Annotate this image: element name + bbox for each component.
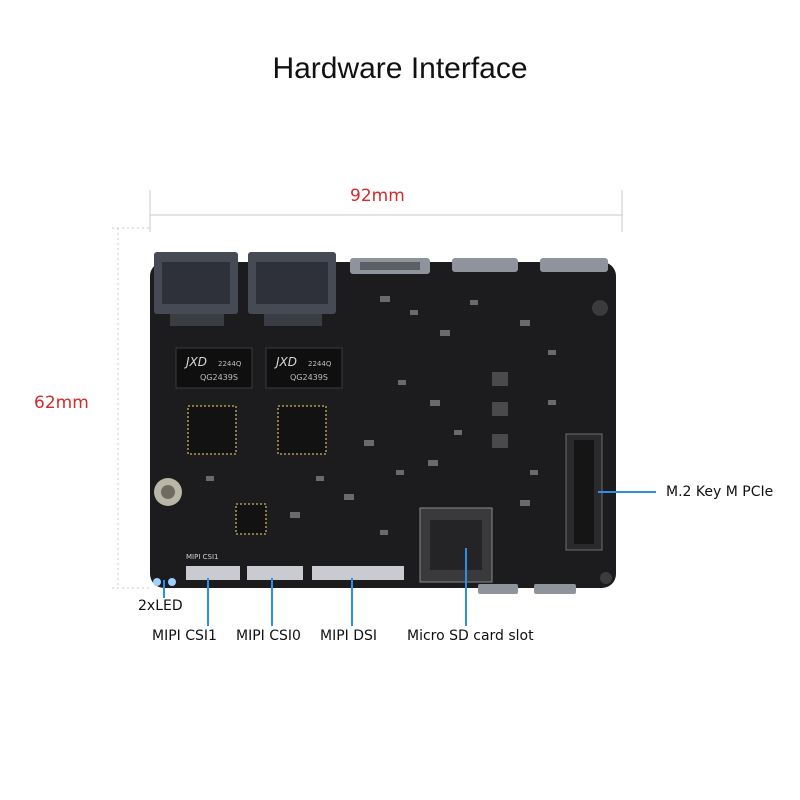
small-ic: [235, 503, 267, 535]
ethernet-port-right: [248, 252, 336, 326]
fpc-mipi-csi0: [247, 566, 303, 580]
silk-mipi-csi1: MIPI CSI1: [186, 553, 218, 561]
width-dimension-label: 92mm: [350, 186, 405, 206]
lan-transformer-right: JXD 2244Q QG2439S: [265, 347, 343, 389]
callout-led: 2xLED: [138, 598, 183, 614]
lan-transformer-left: JXD 2244Q QG2439S: [175, 347, 253, 389]
callout-mipi-csi0: MIPI CSI0: [236, 628, 301, 644]
micro-sd-slot: [419, 507, 493, 583]
page-title: Hardware Interface: [272, 52, 528, 85]
top-connector-hdmi: [350, 258, 430, 274]
chip-code-b-left: QG2439S: [200, 373, 238, 382]
inductor-3: [492, 434, 508, 448]
ethernet-port-left: [154, 252, 238, 326]
phy-chip-right: [277, 405, 327, 455]
circuit-board: JXD 2244Q QG2439S JXD 2244Q QG2439S: [150, 252, 616, 594]
bottom-port-2: [534, 584, 576, 594]
callout-m2-slot: M.2 Key M PCIe: [666, 484, 774, 500]
chip-code-a-right: 2244Q: [308, 360, 332, 368]
bottom-port-1: [478, 584, 518, 594]
callout-mipi-csi1: MIPI CSI1: [152, 628, 217, 644]
led-1: [153, 578, 161, 586]
led-2: [168, 578, 176, 586]
chip-code-a-left: 2244Q: [218, 360, 242, 368]
fpc-mipi-csi1: [186, 566, 240, 580]
inductor-2: [492, 402, 508, 416]
smd-components: [206, 296, 556, 535]
height-dimension-label: 62mm: [34, 393, 89, 413]
chip-brand-left: JXD: [184, 355, 207, 369]
top-connector-usb-b: [540, 258, 608, 272]
mounting-hole-top: [592, 300, 608, 316]
callout-sd-slot: Micro SD card slot: [407, 628, 534, 644]
chip-code-b-right: QG2439S: [290, 373, 328, 382]
top-connector-usb-a: [452, 258, 518, 272]
leader-lines: [163, 491, 656, 626]
chip-brand-right: JXD: [274, 355, 297, 369]
inductor-1: [492, 372, 508, 386]
mounting-hole: [600, 572, 612, 584]
callout-mipi-dsi: MIPI DSI: [320, 628, 378, 644]
m2-slot: [565, 433, 603, 551]
phy-chip-left: [187, 405, 237, 455]
dimension-lines: [112, 190, 623, 589]
fpc-mipi-dsi: [312, 566, 404, 580]
